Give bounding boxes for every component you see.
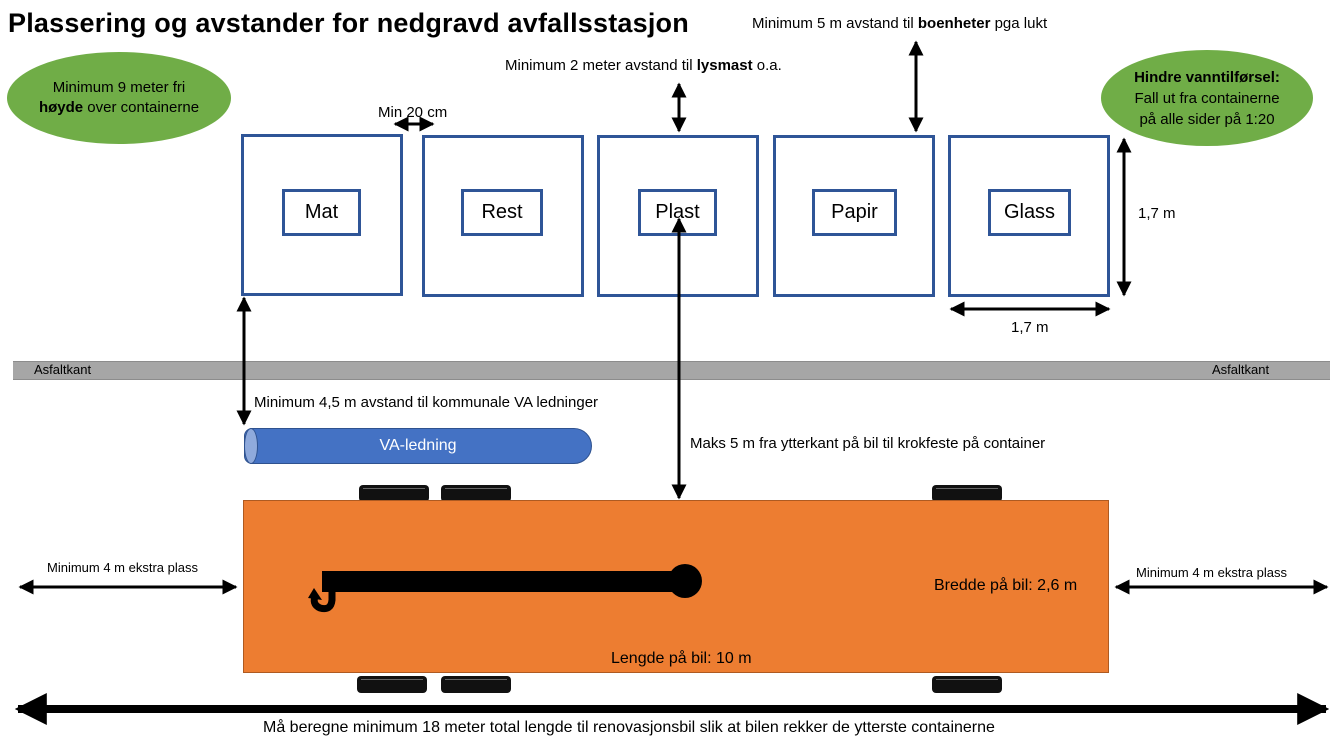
left-space-note: Minimum 4 m ekstra plass xyxy=(47,560,198,575)
truck-wheel xyxy=(441,676,511,693)
lightpole-distance-note: Minimum 2 meter avstand til lysmast o.a. xyxy=(505,57,782,74)
height-clearance-note: Minimum 9 meter fri høyde over container… xyxy=(7,52,231,144)
height-note-line2: høyde over containerne xyxy=(39,98,199,118)
asphalt-label-right: Asfaltkant xyxy=(1212,362,1270,377)
hook-distance-note: Maks 5 m fra ytterkant på bil til krokfe… xyxy=(690,435,1046,452)
water-note-title: Hindre vanntilførsel: xyxy=(1134,68,1280,86)
container-label-papir: Papir xyxy=(812,189,897,236)
truck-wheel xyxy=(357,676,427,693)
va-distance-note: Minimum 4,5 m avstand til kommunale VA l… xyxy=(254,394,599,411)
crane-arm xyxy=(308,564,702,613)
va-pipe-label: VA-ledning xyxy=(379,437,457,454)
lightpole-note-prefix: Minimum 2 meter avstand til xyxy=(505,57,697,74)
container-width-label: 1,7 m xyxy=(1011,319,1049,336)
asphalt-label-left: Asfaltkant xyxy=(34,362,92,377)
water-drainage-note: Hindre vanntilførsel: Fall ut fra contai… xyxy=(1101,50,1313,146)
container-height-label: 1,7 m xyxy=(1138,205,1176,222)
right-space-note: Minimum 4 m ekstra plass xyxy=(1136,565,1287,580)
truck-length-label: Lengde på bil: 10 m xyxy=(611,650,752,667)
container-label-glass: Glass xyxy=(988,189,1071,236)
lightpole-note-suffix: o.a. xyxy=(752,57,782,74)
truck-wheel xyxy=(441,485,511,502)
va-pipe: VA-ledning xyxy=(244,428,592,464)
height-note-rest: over containerne xyxy=(83,99,200,116)
water-note-line1: Fall ut fra containerne xyxy=(1134,89,1280,107)
housing-note-suffix: pga lukt xyxy=(990,15,1048,32)
truck-wheel xyxy=(932,676,1002,693)
container-label-mat: Mat xyxy=(282,189,361,236)
water-note-line2: på alle sider på 1:20 xyxy=(1139,110,1275,128)
va-pipe-end xyxy=(244,428,258,464)
truck-wheel xyxy=(932,485,1002,502)
housing-note-bold: boenheter xyxy=(917,15,991,32)
truck-wheel xyxy=(359,485,429,502)
height-note-line1: Minimum 9 meter fri xyxy=(52,79,186,96)
lightpole-note-bold: lysmast xyxy=(696,57,753,74)
housing-distance-note: Minimum 5 m avstand til boenheter pga lu… xyxy=(752,15,1047,32)
housing-note-prefix: Minimum 5 m avstand til xyxy=(752,15,918,32)
page-title: Plassering og avstander for nedgravd avf… xyxy=(8,8,689,38)
height-note-bold: høyde xyxy=(38,99,84,116)
truck-width-label: Bredde på bil: 2,6 m xyxy=(934,577,1078,594)
container-label-rest: Rest xyxy=(461,189,543,236)
